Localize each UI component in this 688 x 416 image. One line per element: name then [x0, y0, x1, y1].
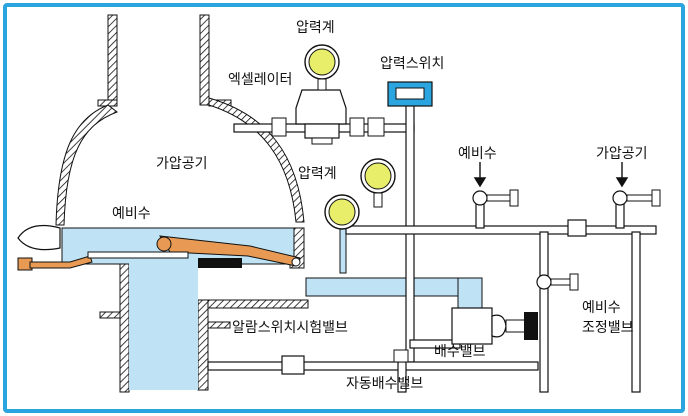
- gauge-upper-mid: [360, 158, 396, 208]
- label-accelerator: 엑셀레이터: [228, 72, 292, 88]
- label-auto-drain-valve: 자동배수밸브: [346, 376, 423, 392]
- label-priming-water-top: 예비수: [458, 146, 497, 162]
- label-alarm-test-valve: 알람스위치시험밸브: [232, 320, 348, 336]
- accelerator: [271, 89, 385, 145]
- pressure-switch: [387, 81, 433, 107]
- label-priming-water-left: 예비수: [112, 206, 151, 222]
- label-pressurized-air-left: 가압공기: [156, 156, 208, 172]
- label-priming-adjust-line2: 조정밸브: [582, 320, 634, 336]
- label-gauge-mid: 압력계: [298, 166, 337, 182]
- label-gauge-top: 압력계: [296, 20, 335, 36]
- priming-adjust-valve: [536, 273, 579, 291]
- clapper-assembly: [17, 235, 301, 271]
- arrows: [473, 162, 629, 188]
- label-pressure-switch: 압력스위치: [380, 56, 444, 72]
- priming-valve-top: [472, 189, 519, 207]
- inlet-stub: [17, 225, 61, 251]
- gauge-lower-mid: [324, 194, 360, 230]
- alarm-test-valve: [281, 355, 305, 375]
- label-pressurized-air-right: 가압공기: [596, 146, 648, 162]
- label-priming-adjust-line1: 예비수: [582, 300, 621, 316]
- label-drain-valve: 배수밸브: [434, 344, 486, 360]
- check-valve-mid: [567, 219, 587, 237]
- drain-valve: [451, 307, 538, 345]
- gauge-top: [304, 44, 340, 91]
- air-valve-right: [612, 189, 661, 207]
- auto-drain-valve: [393, 349, 409, 363]
- outer-frame: [3, 3, 685, 413]
